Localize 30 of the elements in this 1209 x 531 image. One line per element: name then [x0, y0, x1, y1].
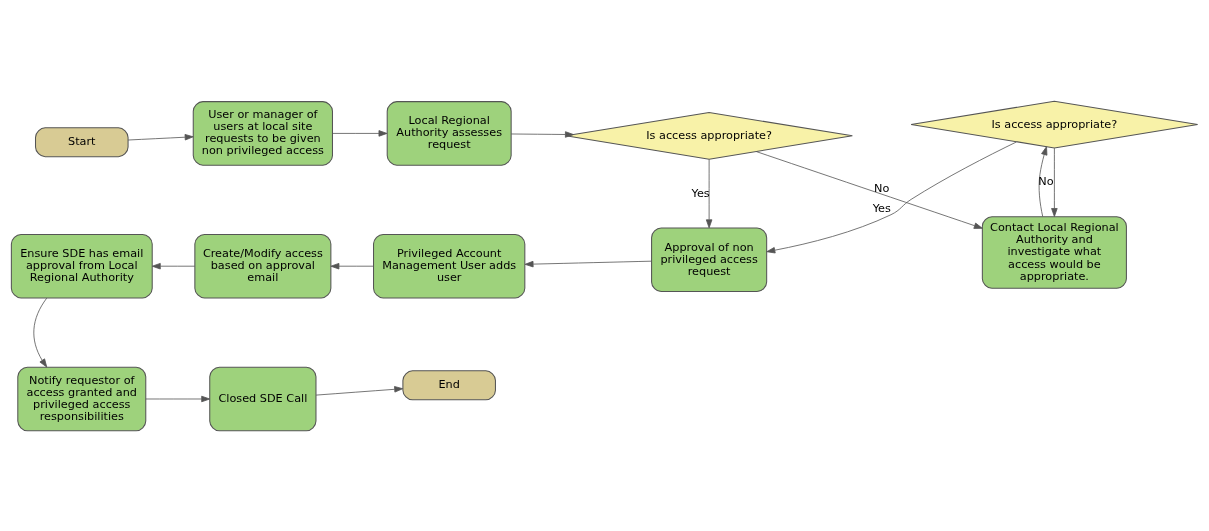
arrow — [1038, 145, 1048, 217]
arrow — [151, 262, 196, 269]
node-box: Create/Modify access based on approval email — [194, 233, 332, 298]
node-box: Contact Local Regional Authority and investigate what access would be appropriate. — [981, 215, 1127, 289]
arrow — [145, 395, 211, 402]
arrow — [330, 262, 374, 269]
arrow — [705, 158, 713, 228]
arrow — [524, 260, 652, 267]
edge-label: No — [1038, 174, 1054, 188]
edge-label: Yes — [872, 201, 891, 215]
edge-label: Yes — [691, 186, 710, 200]
arrow — [755, 150, 983, 229]
arrow — [332, 129, 388, 137]
node-box: Privileged Account Management User adds user — [373, 233, 526, 298]
arrow — [510, 130, 574, 138]
arrow — [315, 385, 404, 395]
arrow — [766, 140, 1018, 253]
node-box: User or manager of users at local site requests to be given non privileged access — [192, 100, 333, 166]
node-box: Start — [35, 126, 129, 157]
arrow — [127, 133, 194, 140]
node-box: Local Regional Authority assesses request — [386, 100, 512, 166]
node-box: Approval of non privileged access request — [651, 226, 768, 292]
node-diamond: Is access appropriate? — [910, 100, 1199, 148]
arrow — [1051, 147, 1058, 217]
node-box: End — [402, 369, 496, 400]
node-box: Closed SDE Call — [209, 366, 317, 431]
node-box: Notify requestor of access granted and privileged access responsibilities — [17, 366, 147, 431]
edge-label: No — [874, 181, 890, 195]
node-box: Ensure SDE has email approval from Local Regional Authority — [10, 233, 153, 298]
arrow — [33, 297, 48, 367]
